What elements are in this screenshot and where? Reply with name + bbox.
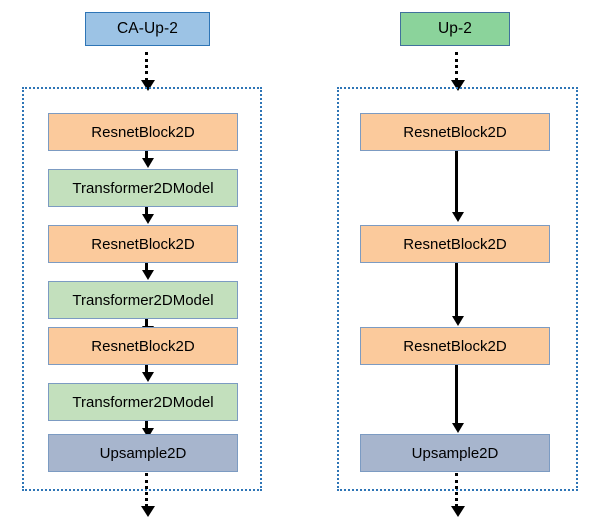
block-ca-up-2-transformer2dmodel-1[interactable]: Transformer2DModel — [48, 169, 238, 207]
block-label: ResnetBlock2D — [91, 337, 195, 355]
exit-arrow-ca-up-2 — [145, 473, 148, 507]
connector-ca-up-2-1 — [145, 151, 148, 159]
entry-arrow-up-2 — [455, 52, 458, 81]
group-container-ca-up-2 — [22, 87, 262, 491]
block-label: ResnetBlock2D — [91, 235, 195, 253]
connector-ca-up-2-2 — [145, 207, 148, 215]
connector-up-2-2 — [455, 263, 458, 317]
connector-ca-up-2-3 — [145, 263, 148, 271]
block-up-2-resnetblock2d-3[interactable]: ResnetBlock2D — [360, 327, 550, 365]
block-label: ResnetBlock2D — [403, 235, 507, 253]
block-label: ResnetBlock2D — [403, 337, 507, 355]
block-label: Upsample2D — [411, 444, 499, 462]
connector-up-2-3 — [455, 365, 458, 424]
header-label-ca-up-2: CA-Up-2 — [117, 20, 178, 37]
block-label: Transformer2DModel — [72, 179, 214, 197]
connector-up-2-1 — [455, 151, 458, 213]
header-box-up-2[interactable]: Up-2 — [400, 12, 510, 46]
block-label: ResnetBlock2D — [91, 123, 195, 141]
block-label: ResnetBlock2D — [403, 123, 507, 141]
block-ca-up-2-resnetblock2d-1[interactable]: ResnetBlock2D — [48, 113, 238, 151]
block-ca-up-2-transformer2dmodel-2[interactable]: Transformer2DModel — [48, 281, 238, 319]
block-ca-up-2-transformer2dmodel-3[interactable]: Transformer2DModel — [48, 383, 238, 421]
block-label: Transformer2DModel — [72, 291, 214, 309]
header-label-up-2: Up-2 — [438, 20, 472, 37]
connector-ca-up-2-4 — [145, 319, 148, 327]
connector-ca-up-2-5 — [145, 365, 148, 373]
header-box-ca-up-2[interactable]: CA-Up-2 — [85, 12, 210, 46]
block-up-2-resnetblock2d-2[interactable]: ResnetBlock2D — [360, 225, 550, 263]
block-ca-up-2-resnetblock2d-3[interactable]: ResnetBlock2D — [48, 327, 238, 365]
block-ca-up-2-resnetblock2d-2[interactable]: ResnetBlock2D — [48, 225, 238, 263]
exit-arrow-up-2 — [455, 473, 458, 507]
block-label: Transformer2DModel — [72, 393, 214, 411]
block-up-2-upsample2d[interactable]: Upsample2D — [360, 434, 550, 472]
block-up-2-resnetblock2d-1[interactable]: ResnetBlock2D — [360, 113, 550, 151]
block-ca-up-2-upsample2d[interactable]: Upsample2D — [48, 434, 238, 472]
entry-arrow-ca-up-2 — [145, 52, 148, 81]
connector-ca-up-2-6 — [145, 421, 148, 429]
block-label: Upsample2D — [99, 444, 187, 462]
